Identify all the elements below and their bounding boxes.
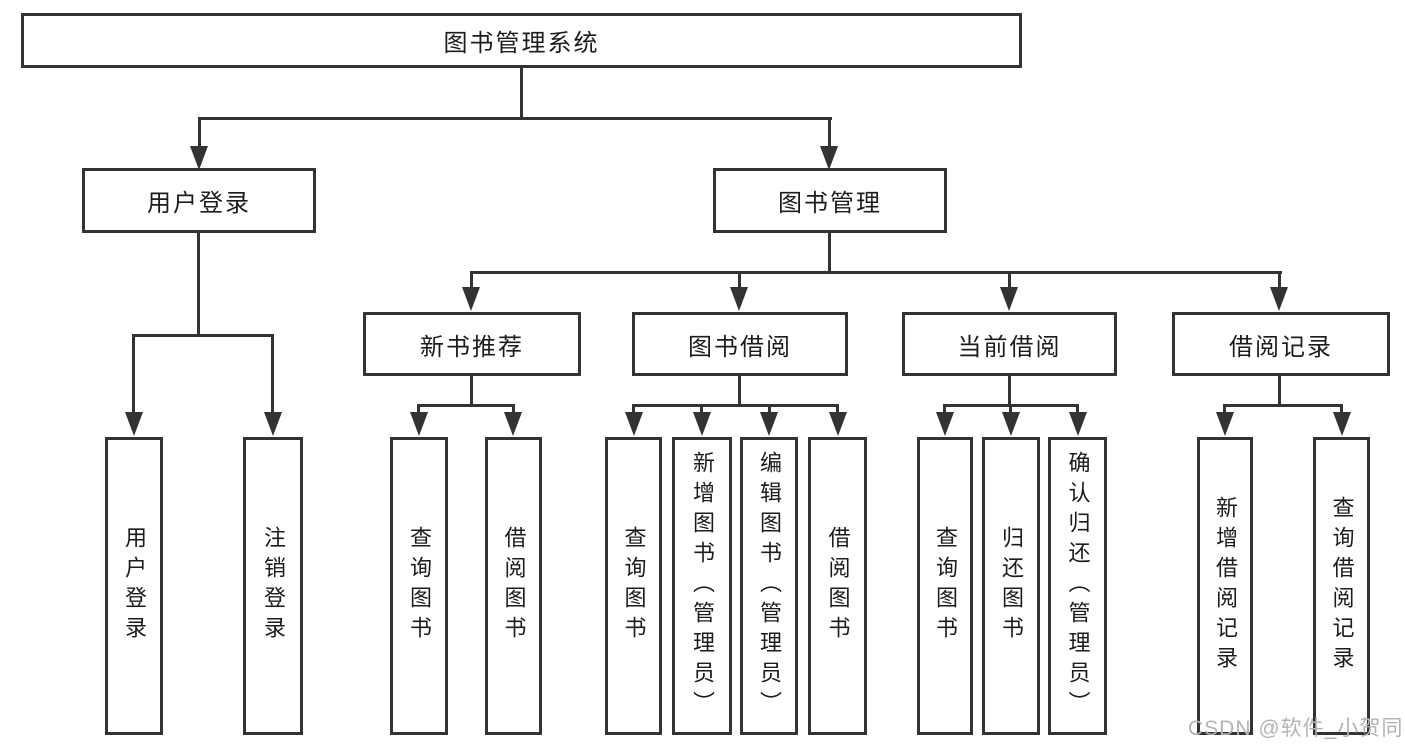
arrow-down-icon (125, 412, 143, 436)
arrow-down-icon (410, 412, 428, 436)
leaf-query-books-borrowing: 查询图书 (605, 437, 662, 735)
connector-drop (1278, 271, 1281, 289)
arrow-down-icon (820, 146, 838, 170)
leaf-confirm-return-admin: 确认归还（管理员） (1048, 437, 1107, 735)
connector-hline (1223, 404, 1343, 407)
connector-hline (632, 404, 838, 407)
connector-stem (470, 376, 473, 407)
connector-root-stem (520, 68, 523, 119)
csdn-watermark: CSDN @软件_小贺同学 (1188, 717, 1405, 740)
leaf-add-book-admin: 新增图书（管理员） (672, 437, 732, 735)
connector-drop (943, 404, 946, 416)
leaf-user-login: 用户登录 (105, 437, 163, 735)
connector-drop (768, 404, 771, 416)
arrow-down-icon (1333, 412, 1351, 436)
arrow-down-icon (760, 412, 778, 436)
leaf-query-books-current: 查询图书 (917, 437, 973, 735)
leaf-add-borrow-record: 新增借阅记录 (1197, 437, 1253, 735)
node-book-management-system: 图书管理系统 (21, 13, 1022, 68)
connector-book-mgmt-stem (828, 233, 831, 274)
arrow-down-icon (1270, 287, 1288, 311)
arrow-down-icon (1000, 287, 1018, 311)
connector-user-login-stem (197, 232, 200, 337)
connector-stem (1008, 376, 1011, 407)
connector-level2-hline (470, 271, 1282, 274)
arrow-down-icon (829, 412, 847, 436)
connector-user-login-drop (198, 117, 201, 147)
connector-stem (1278, 376, 1281, 407)
leaf-query-books-recommend: 查询图书 (390, 437, 448, 735)
connector-drop (1008, 271, 1011, 289)
connector-drop (1076, 404, 1079, 416)
node-book-management: 图书管理 (713, 168, 947, 233)
connector-book-mgmt-drop (828, 117, 831, 147)
connector-leaf-drop (132, 334, 135, 413)
arrow-down-icon (730, 287, 748, 311)
connector-drop (1009, 404, 1012, 416)
arrow-down-icon (936, 412, 954, 436)
connector-user-login-hline (132, 334, 274, 337)
node-user-login: 用户登录 (82, 168, 316, 233)
leaf-borrow-books-borrowing: 借阅图书 (808, 437, 867, 735)
arrow-down-icon (462, 287, 480, 311)
node-new-book-recommendation: 新书推荐 (363, 312, 581, 376)
node-borrowing-records: 借阅记录 (1172, 312, 1390, 376)
arrow-down-icon (190, 146, 208, 170)
connector-drop (417, 404, 420, 416)
connector-stem (738, 376, 741, 407)
arrow-down-icon (1069, 412, 1087, 436)
arrow-down-icon (625, 412, 643, 436)
connector-drop (836, 404, 839, 416)
connector-level1-hline (198, 117, 832, 120)
leaf-edit-book-admin: 编辑图书（管理员） (740, 437, 798, 735)
arrow-down-icon (1002, 412, 1020, 436)
connector-hline (417, 404, 515, 407)
leaf-logout: 注销登录 (243, 437, 303, 735)
connector-leaf-drop (271, 334, 274, 413)
connector-drop (700, 404, 703, 416)
connector-drop (738, 271, 741, 289)
arrow-down-icon (693, 412, 711, 436)
leaf-borrow-books-recommend: 借阅图书 (485, 437, 542, 735)
connector-drop (512, 404, 515, 416)
leaf-query-borrow-record: 查询借阅记录 (1313, 437, 1370, 735)
arrow-down-icon (1216, 412, 1234, 436)
connector-drop (1340, 404, 1343, 416)
connector-drop (632, 404, 635, 416)
connector-drop (470, 271, 473, 289)
arrow-down-icon (504, 412, 522, 436)
connector-drop (1223, 404, 1226, 416)
leaf-return-books: 归还图书 (982, 437, 1040, 735)
node-book-borrowing: 图书借阅 (632, 312, 848, 376)
arrow-down-icon (264, 412, 282, 436)
node-current-borrowing: 当前借阅 (902, 312, 1117, 376)
